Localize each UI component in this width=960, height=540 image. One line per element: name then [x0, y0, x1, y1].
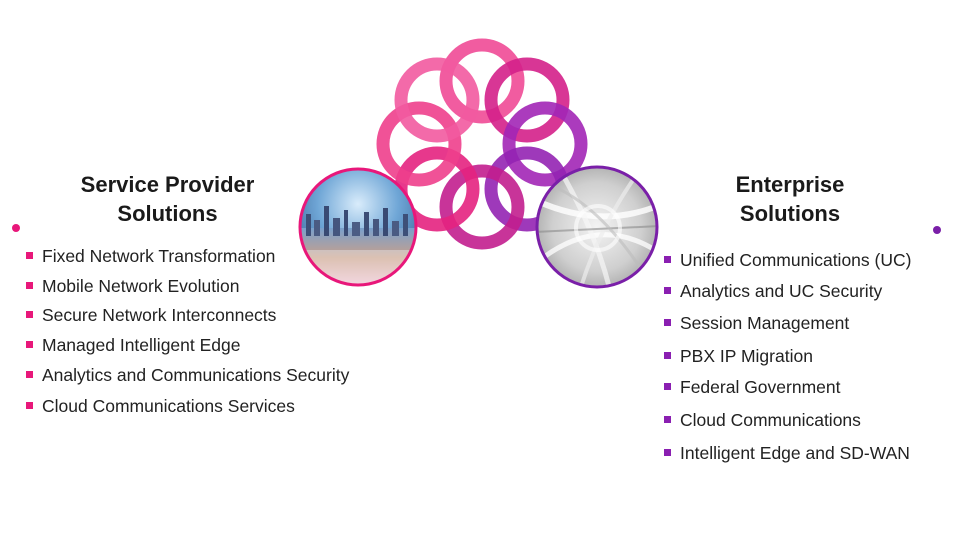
list-item-label: PBX IP Migration [680, 346, 813, 366]
left-connector-line [12, 224, 302, 232]
list-item: Analytics and UC Security [664, 281, 882, 301]
square-bullet-icon [664, 256, 671, 263]
list-item: Intelligent Edge and SD-WAN [664, 443, 910, 463]
square-bullet-icon [26, 311, 33, 318]
list-item-label: Cloud Communications Services [42, 396, 295, 416]
square-bullet-icon [664, 449, 671, 456]
list-item-label: Session Management [680, 313, 850, 333]
list-item: Analytics and Communications Security [26, 365, 349, 385]
square-bullet-icon [26, 341, 33, 348]
city-skyline-photo [298, 167, 418, 287]
square-bullet-icon [664, 352, 671, 359]
square-bullet-icon [26, 252, 33, 259]
list-item: Secure Network Interconnects [26, 305, 276, 325]
list-item-label: Federal Government [680, 377, 841, 397]
service-provider-heading: Service Provider Solutions [40, 170, 295, 228]
list-item-label: Analytics and Communications Security [42, 365, 350, 385]
list-item-label: Mobile Network Evolution [42, 276, 240, 296]
list-item: Cloud Communications [664, 410, 861, 430]
right-connector-line [656, 226, 941, 234]
list-item-label: Analytics and UC Security [680, 281, 883, 301]
list-item: PBX IP Migration [664, 346, 813, 366]
list-item: Federal Government [664, 377, 841, 397]
square-bullet-icon [26, 282, 33, 289]
list-item: Mobile Network Evolution [26, 276, 239, 296]
list-item-label: Intelligent Edge and SD-WAN [680, 443, 910, 463]
square-bullet-icon [664, 383, 671, 390]
list-item: Managed Intelligent Edge [26, 335, 240, 355]
list-item-label: Unified Communications (UC) [680, 250, 912, 270]
square-bullet-icon [26, 402, 33, 409]
list-item: Session Management [664, 313, 849, 333]
list-item-label: Managed Intelligent Edge [42, 335, 241, 355]
list-item: Fixed Network Transformation [26, 246, 275, 266]
service-provider-title-line1: Service Provider [80, 172, 255, 197]
list-item: Unified Communications (UC) [664, 250, 911, 270]
square-bullet-icon [664, 287, 671, 294]
enterprise-title-line1: Enterprise [735, 172, 845, 197]
enterprise-heading: Enterprise Solutions [690, 170, 890, 228]
square-bullet-icon [26, 371, 33, 378]
list-item: Cloud Communications Services [26, 396, 295, 416]
list-item-label: Fixed Network Transformation [42, 246, 276, 266]
list-item-label: Cloud Communications [680, 410, 861, 430]
highway-interchange-photo [535, 165, 659, 289]
enterprise-title-line2: Solutions [739, 201, 841, 226]
square-bullet-icon [664, 319, 671, 326]
list-item-label: Secure Network Interconnects [42, 305, 277, 325]
service-provider-title-line2: Solutions [117, 201, 218, 226]
square-bullet-icon [664, 416, 671, 423]
